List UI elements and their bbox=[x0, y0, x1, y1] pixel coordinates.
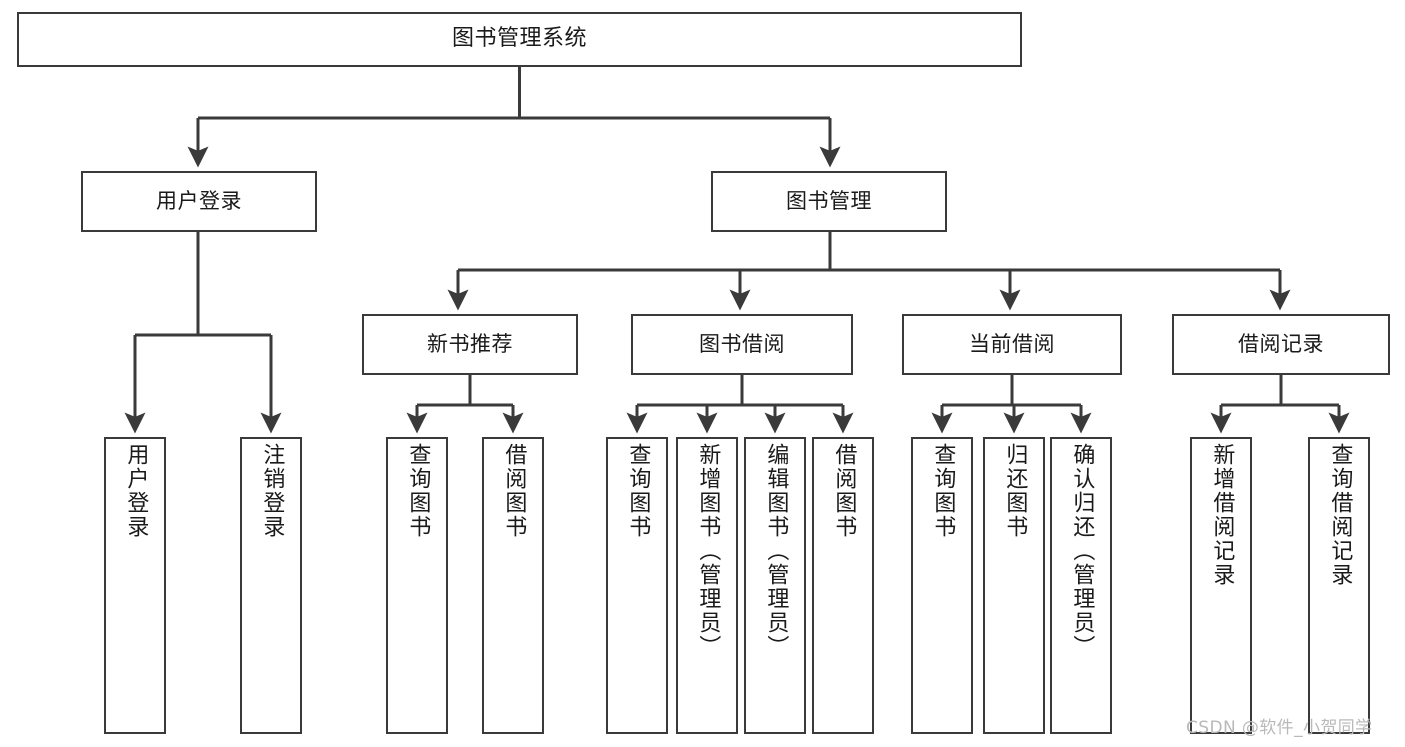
node-borrow-record-label: 借阅记录 bbox=[1238, 331, 1324, 356]
node-leaf-logout[interactable]: 注销登录 bbox=[240, 437, 302, 734]
node-book-manage-label: 图书管理 bbox=[786, 188, 872, 213]
node-root[interactable]: 图书管理系统 bbox=[17, 12, 1022, 67]
node-leaf-query-book-cb[interactable]: 查询图书 bbox=[911, 437, 973, 734]
node-leaf-add-record-label: 新增借阅记录 bbox=[1209, 443, 1235, 587]
node-user-login-label: 用户登录 bbox=[156, 188, 242, 213]
csdn-watermark: CSDN @软件_小贺同学 bbox=[1186, 718, 1373, 738]
node-leaf-query-book-cb-label: 查询图书 bbox=[930, 443, 956, 539]
node-book-manage[interactable]: 图书管理 bbox=[711, 171, 947, 232]
node-leaf-logout-label: 注销登录 bbox=[259, 443, 285, 539]
node-leaf-query-book-bb[interactable]: 查询图书 bbox=[606, 437, 668, 734]
node-leaf-query-record[interactable]: 查询借阅记录 bbox=[1308, 437, 1370, 734]
node-borrow-record[interactable]: 借阅记录 bbox=[1172, 314, 1390, 375]
node-leaf-confirm-return-label: 确认归还（管理员） bbox=[1069, 443, 1095, 659]
node-book-borrow-label: 图书借阅 bbox=[699, 331, 785, 356]
node-leaf-borrow-book-bb[interactable]: 借阅图书 bbox=[812, 437, 874, 734]
node-user-login[interactable]: 用户登录 bbox=[81, 171, 317, 232]
node-leaf-add-book-label: 新增图书（管理员） bbox=[695, 443, 721, 659]
node-root-label: 图书管理系统 bbox=[451, 26, 587, 52]
node-leaf-return-book-label: 归还图书 bbox=[1002, 443, 1028, 539]
node-current-borrow[interactable]: 当前借阅 bbox=[902, 314, 1122, 375]
node-leaf-query-book-rec-label: 查询图书 bbox=[405, 443, 431, 539]
node-leaf-user-login-label: 用户登录 bbox=[123, 443, 149, 539]
node-leaf-query-book-bb-label: 查询图书 bbox=[625, 443, 651, 539]
node-leaf-user-login[interactable]: 用户登录 bbox=[104, 437, 166, 734]
node-leaf-edit-book-label: 编辑图书（管理员） bbox=[763, 443, 789, 659]
node-leaf-borrow-book-bb-label: 借阅图书 bbox=[831, 443, 857, 539]
node-leaf-query-book-rec[interactable]: 查询图书 bbox=[386, 437, 448, 734]
node-leaf-confirm-return[interactable]: 确认归还（管理员） bbox=[1050, 437, 1112, 734]
node-leaf-return-book[interactable]: 归还图书 bbox=[983, 437, 1045, 734]
node-leaf-borrow-book-rec-label: 借阅图书 bbox=[501, 443, 527, 539]
node-leaf-edit-book[interactable]: 编辑图书（管理员） bbox=[744, 437, 806, 734]
node-new-book-rec-label: 新书推荐 bbox=[427, 331, 513, 356]
node-current-borrow-label: 当前借阅 bbox=[969, 331, 1055, 356]
node-leaf-add-record[interactable]: 新增借阅记录 bbox=[1190, 437, 1252, 734]
node-leaf-query-record-label: 查询借阅记录 bbox=[1327, 443, 1353, 587]
node-book-borrow[interactable]: 图书借阅 bbox=[631, 314, 853, 375]
node-new-book-rec[interactable]: 新书推荐 bbox=[362, 314, 578, 375]
node-leaf-borrow-book-rec[interactable]: 借阅图书 bbox=[482, 437, 544, 734]
node-leaf-add-book[interactable]: 新增图书（管理员） bbox=[676, 437, 738, 734]
